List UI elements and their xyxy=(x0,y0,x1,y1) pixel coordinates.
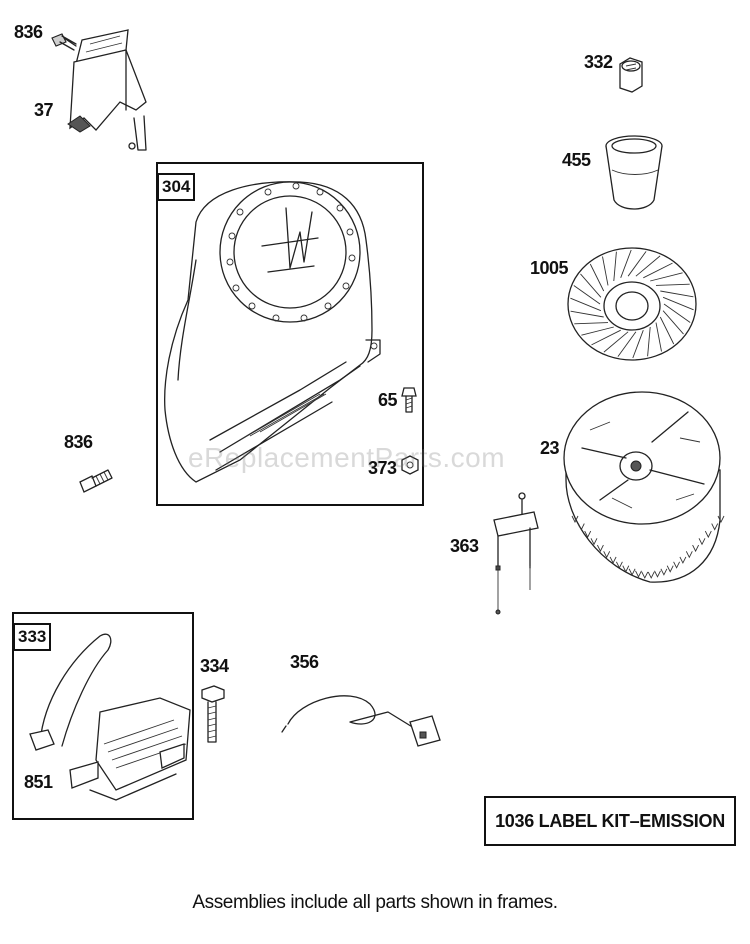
fan-blade xyxy=(580,273,602,298)
cup-455 xyxy=(605,135,663,210)
part-number-333: 333 xyxy=(13,623,52,651)
fan-blade xyxy=(574,322,609,325)
frame-304-assembly xyxy=(156,162,424,506)
flywheel-tooth xyxy=(654,570,661,578)
fan-blade xyxy=(663,303,691,323)
ignition-coil-333 xyxy=(29,633,191,801)
flywheel-tooth xyxy=(679,556,687,564)
flywheel-tooth xyxy=(647,571,655,579)
part-number-836-left: 836 xyxy=(64,432,93,452)
fan-blade xyxy=(632,330,644,359)
flywheel-tooth xyxy=(615,561,623,569)
fan-blade xyxy=(589,263,605,292)
fan-blade xyxy=(659,316,675,345)
part-number-455: 455 xyxy=(562,150,591,170)
fan-1005 xyxy=(567,247,697,361)
flywheel-tooth xyxy=(603,551,611,559)
part-number-65: 65 xyxy=(378,390,398,410)
blower-housing-304 xyxy=(164,181,381,483)
air-guide-37 xyxy=(67,29,147,151)
part-number-1005: 1005 xyxy=(530,258,569,278)
screw-334 xyxy=(201,685,225,743)
flywheel-tooth xyxy=(673,561,681,569)
fan-blade xyxy=(591,329,621,346)
watermark: eReplacementParts.com xyxy=(188,442,506,473)
flywheel-tooth xyxy=(685,551,693,559)
assemblies-footnote: Assemblies include all parts shown in fr… xyxy=(192,892,558,913)
nut-332 xyxy=(619,57,643,93)
part-number-332: 332 xyxy=(584,52,613,72)
bracket-363 xyxy=(493,492,539,615)
flywheel-tooth xyxy=(577,523,585,531)
fan-blade xyxy=(647,326,651,357)
fan-blade xyxy=(602,256,609,286)
fan-blade xyxy=(613,251,617,282)
label-kit-text: 1036 LABEL KIT–EMISSION xyxy=(495,810,725,831)
flywheel-tooth xyxy=(717,515,725,524)
fan-blade xyxy=(617,331,637,357)
flywheel-tooth xyxy=(711,523,719,531)
flywheel-tooth xyxy=(660,568,668,576)
fan-blade xyxy=(643,262,673,279)
part-number-373: 373 xyxy=(368,458,397,478)
part-number-836-top: 836 xyxy=(14,22,43,42)
flywheel-tooth xyxy=(692,544,700,553)
fan-blade xyxy=(635,255,661,277)
flywheel-tooth xyxy=(666,565,674,573)
fan-blade xyxy=(660,290,694,298)
part-number-23: 23 xyxy=(540,438,560,458)
fan-blade xyxy=(573,285,601,305)
flywheel-23 xyxy=(563,391,725,583)
flywheel-tooth xyxy=(635,570,642,578)
flywheel-tooth xyxy=(622,565,630,573)
fan-blade xyxy=(570,297,602,312)
flywheel-tooth xyxy=(596,544,604,553)
fan-blade xyxy=(603,331,629,353)
nut-373 xyxy=(401,455,419,475)
part-number-363: 363 xyxy=(450,536,479,556)
part-number-356: 356 xyxy=(290,652,319,672)
fan-blade xyxy=(650,272,683,282)
flywheel-tooth xyxy=(628,568,636,576)
fan-blade xyxy=(570,310,604,318)
part-number-851: 851 xyxy=(24,772,53,792)
part-number-304: 304 xyxy=(157,173,196,201)
fan-blade xyxy=(627,251,647,277)
flywheel-tooth xyxy=(584,530,592,539)
fan-blade xyxy=(662,310,684,335)
part-number-334: 334 xyxy=(200,656,229,676)
label-kit-box: 1036 LABEL KIT–EMISSION xyxy=(484,796,736,846)
flywheel-tooth xyxy=(571,515,579,524)
ground-wire-356 xyxy=(281,695,441,747)
flywheel-tooth xyxy=(704,530,712,539)
fan-blade xyxy=(662,296,694,311)
flywheel-tooth xyxy=(698,538,706,546)
fan-blade xyxy=(620,249,632,278)
screw-65 xyxy=(401,387,417,413)
fan-blade xyxy=(655,283,690,286)
flywheel-tooth xyxy=(590,538,598,546)
fan-blade xyxy=(581,326,614,336)
flywheel-tooth xyxy=(609,556,617,564)
part-number-37: 37 xyxy=(34,100,54,120)
screw-836-left xyxy=(79,469,113,493)
fan-blade xyxy=(655,322,662,352)
frame-333-assembly xyxy=(12,612,194,820)
screw-836-top xyxy=(51,33,77,51)
flywheel-tooth xyxy=(641,571,649,579)
